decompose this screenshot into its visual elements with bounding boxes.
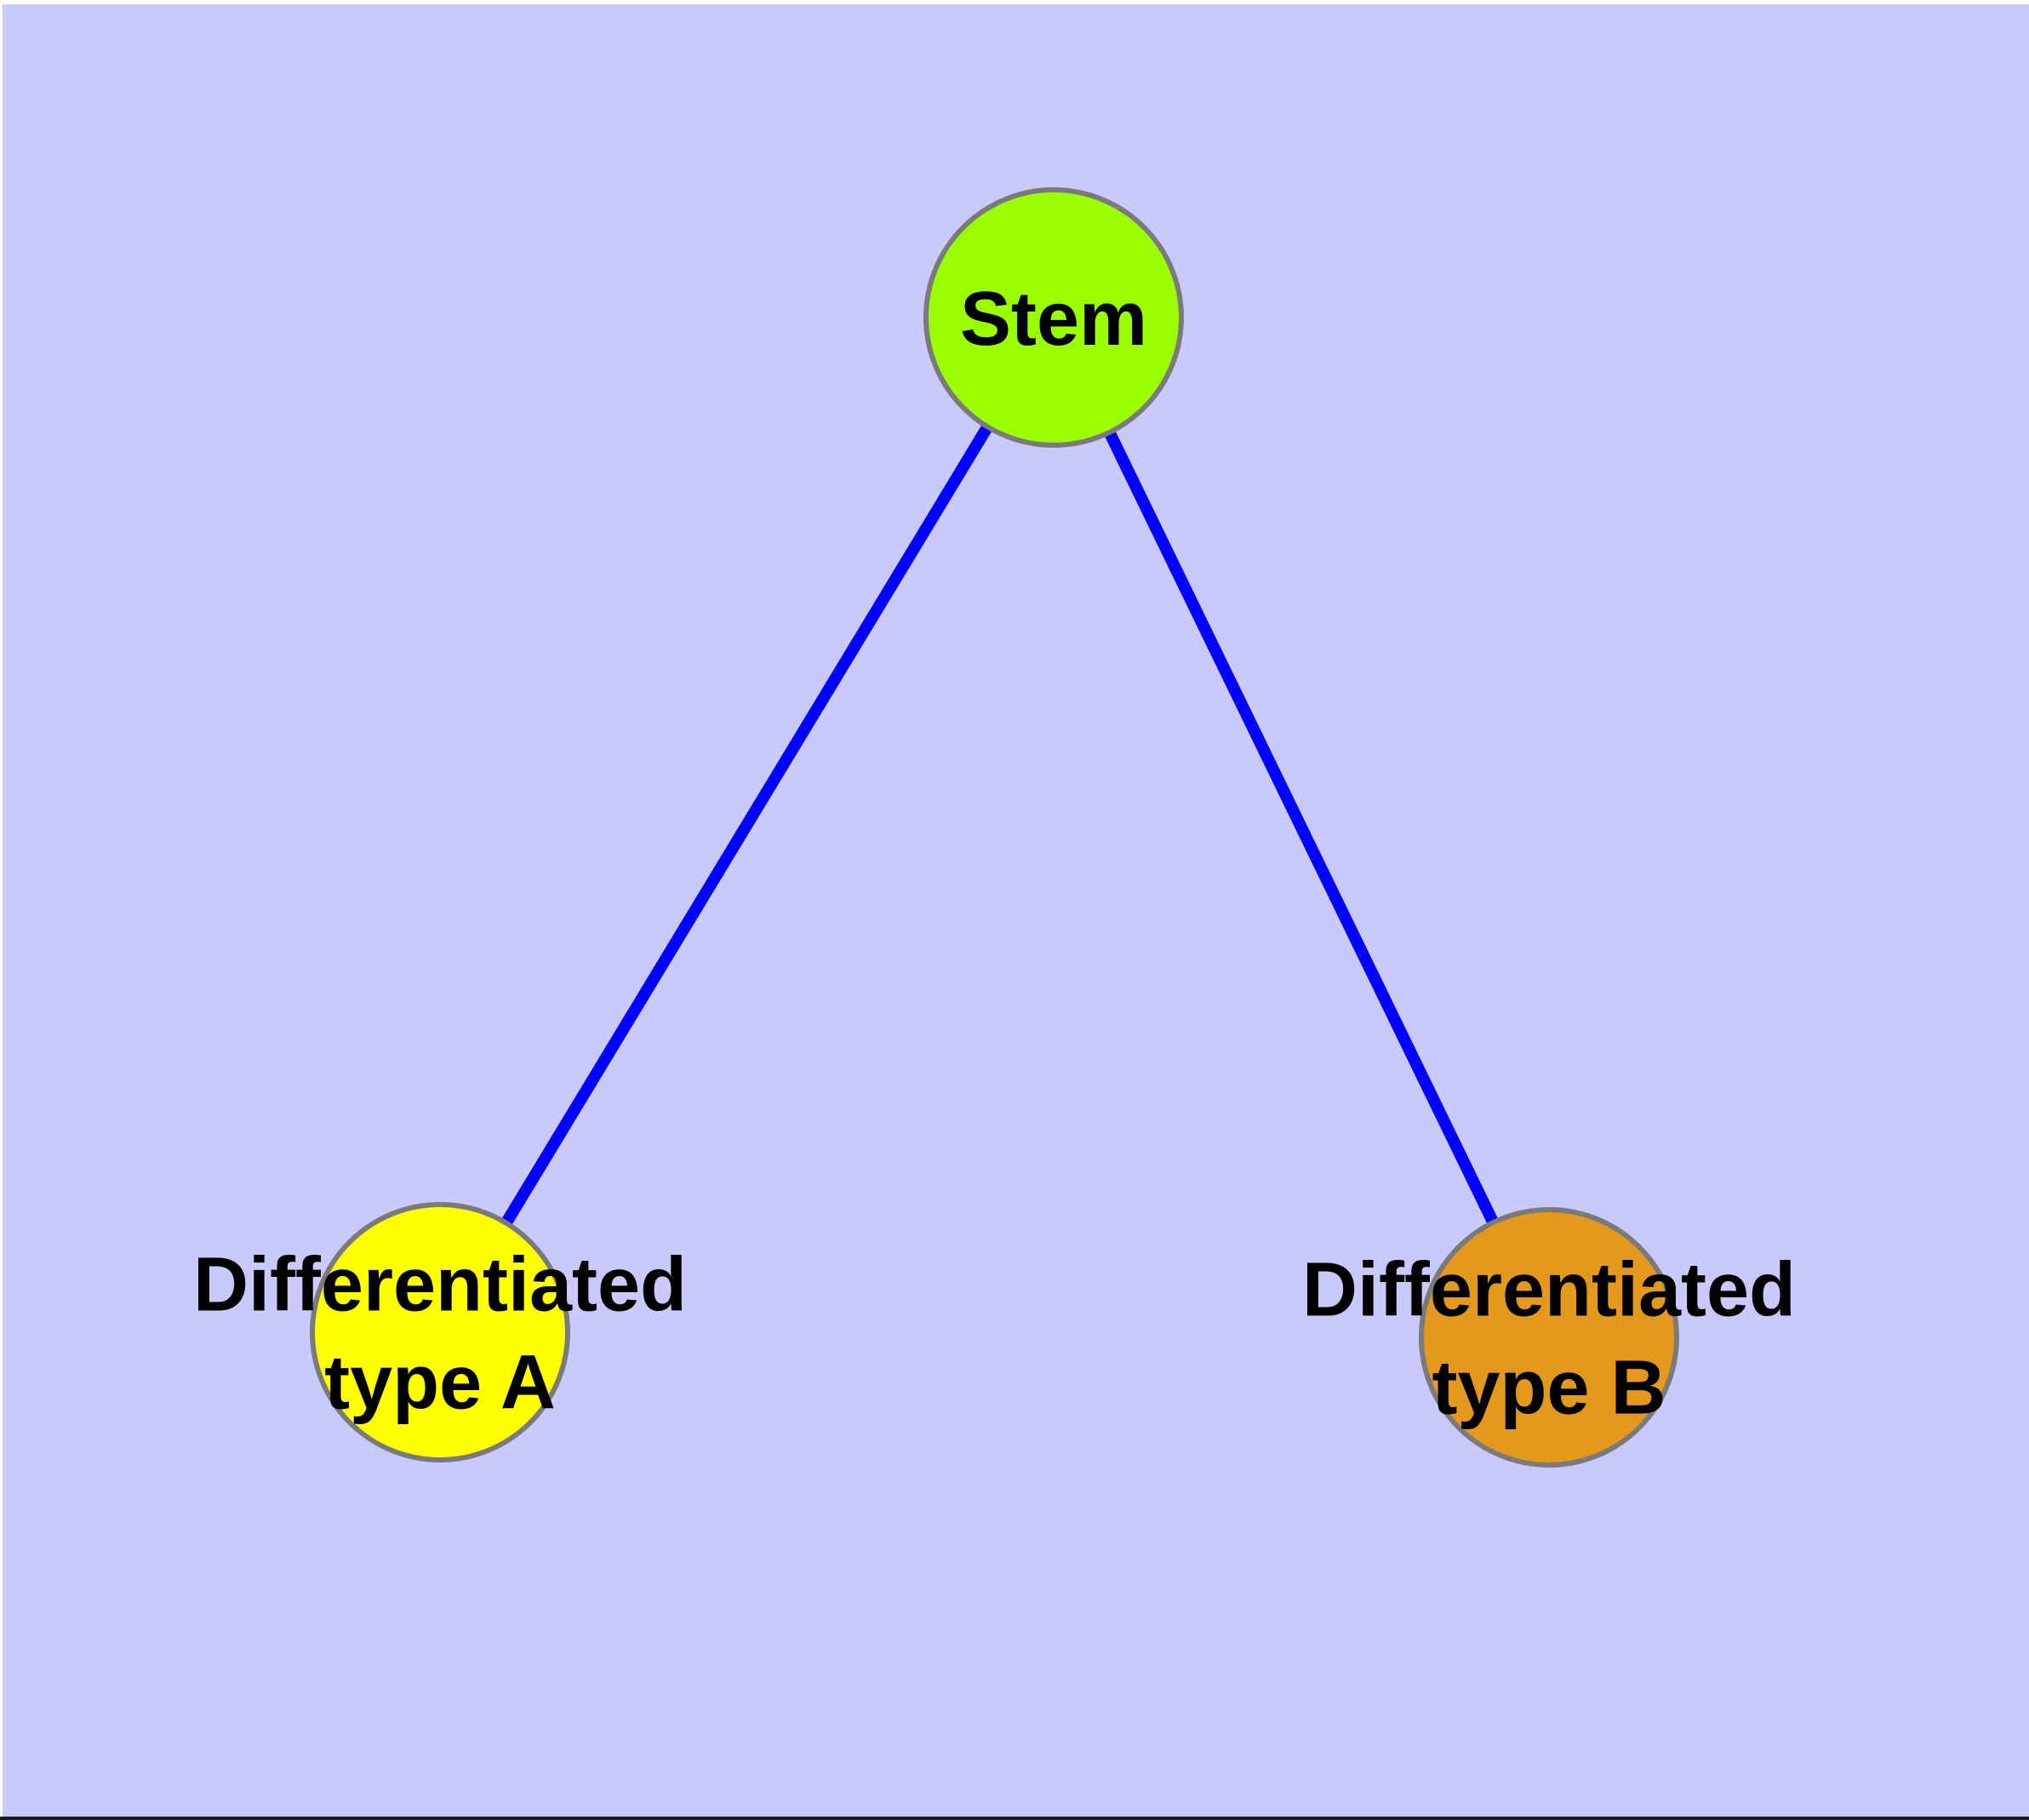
- edge-stem-to-type-a: [435, 314, 1059, 1336]
- node-stem-label: Stem: [960, 277, 1147, 362]
- node-type-a-label-line-1: Differentiated: [193, 1243, 687, 1328]
- node-type-a: [310, 1202, 570, 1462]
- node-type-a-label-line-2: type A: [324, 1341, 556, 1426]
- node-type-a-label: Differentiated type A: [193, 1243, 687, 1426]
- node-type-b: [1419, 1207, 1679, 1468]
- edge-stem-to-type-b: [1048, 314, 1555, 1341]
- node-stem: [923, 187, 1184, 448]
- node-type-b-label: Differentiated type B: [1302, 1248, 1796, 1431]
- node-stem-label-line-1: Stem: [960, 277, 1147, 362]
- bottom-edge-line: [0, 1817, 2029, 1820]
- node-type-b-label-line-2: type B: [1432, 1346, 1666, 1431]
- node-type-b-label-line-1: Differentiated: [1302, 1248, 1796, 1333]
